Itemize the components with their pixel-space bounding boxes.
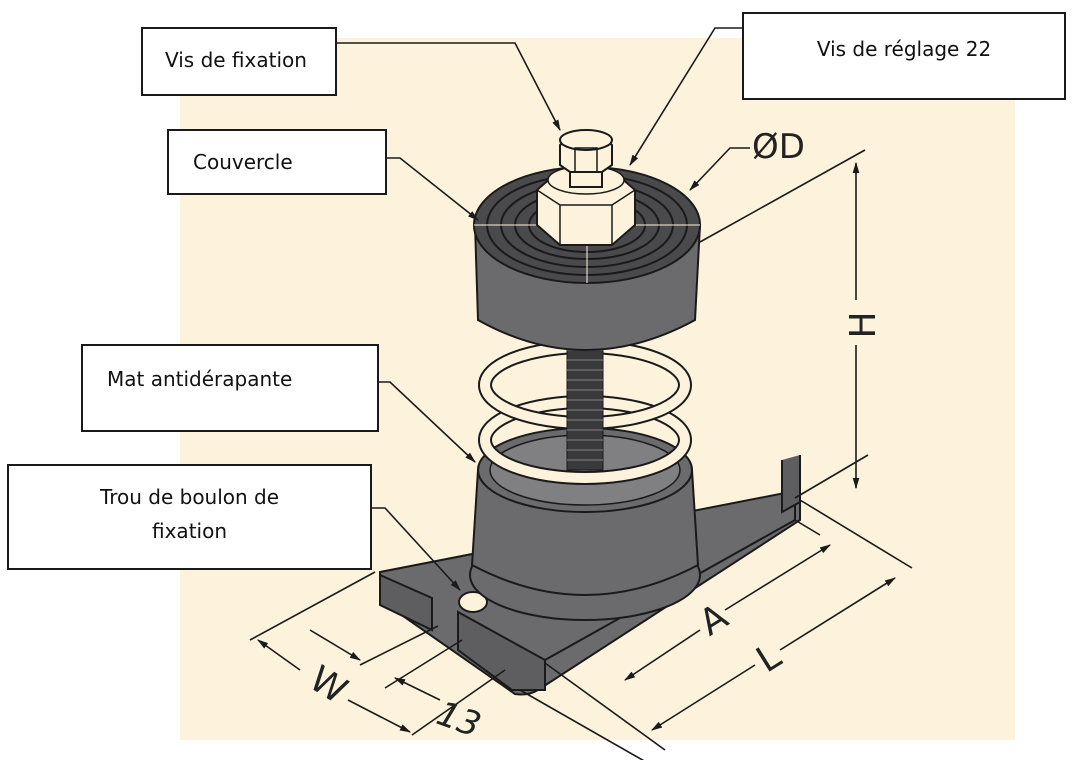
diameter-label: ØD — [752, 127, 805, 167]
l-arrow-right — [779, 577, 896, 651]
callout-vis-fixation: Vis de fixation — [141, 27, 337, 96]
leader-trou — [372, 507, 461, 591]
front-extensions — [519, 662, 666, 760]
slot-arrow-left — [309, 629, 361, 661]
callout-couvercle: Couvercle — [167, 129, 387, 195]
callout-trou-boulon: Trou de boulon de fixation — [7, 464, 372, 570]
leader-lines — [337, 27, 750, 591]
threaded-rod — [566, 339, 604, 471]
length-extensions — [794, 499, 913, 569]
height-extension-top — [699, 149, 866, 243]
a-label: A — [693, 596, 736, 644]
bolt-hole-slot — [458, 591, 488, 613]
leader-vis-fixation — [337, 42, 561, 131]
height-label: H — [843, 311, 884, 338]
slot-width-label: 13 — [432, 693, 486, 745]
height-extension-bottom — [794, 454, 869, 499]
l-arrow-left — [651, 664, 756, 731]
w-arrow-right — [347, 699, 411, 733]
w-extension-left — [249, 571, 376, 641]
leader-vis-reglage — [629, 27, 742, 166]
callout-vis-fixation-text: Vis de fixation — [165, 48, 307, 72]
dimension-lines — [249, 149, 913, 760]
callout-couvercle-text: Couvercle — [193, 150, 293, 174]
w-label: W — [302, 658, 354, 712]
leader-couvercle — [387, 157, 479, 221]
callout-mat-text: Mat antidérapante — [107, 367, 293, 391]
l-label: L — [750, 636, 789, 681]
a-arrow-right — [724, 544, 831, 611]
slot-arrow-right — [393, 677, 441, 701]
a-arrow-left — [624, 629, 701, 681]
w-extension-right — [411, 669, 506, 736]
callout-mat-antiderapante: Mat antidérapante — [81, 344, 379, 432]
leader-mat — [379, 381, 476, 463]
leader-diameter — [689, 147, 750, 191]
callout-trou-line1: Trou de boulon de — [99, 485, 280, 509]
callout-vis-reglage: Vis de réglage 22 — [742, 12, 1066, 100]
callout-trou-line2: fixation — [152, 519, 227, 543]
callout-vis-reglage-text: Vis de réglage 22 — [816, 37, 992, 61]
fixing-bolt — [559, 129, 613, 188]
adjusting-nut — [536, 165, 636, 246]
w-arrow-left — [257, 639, 301, 671]
